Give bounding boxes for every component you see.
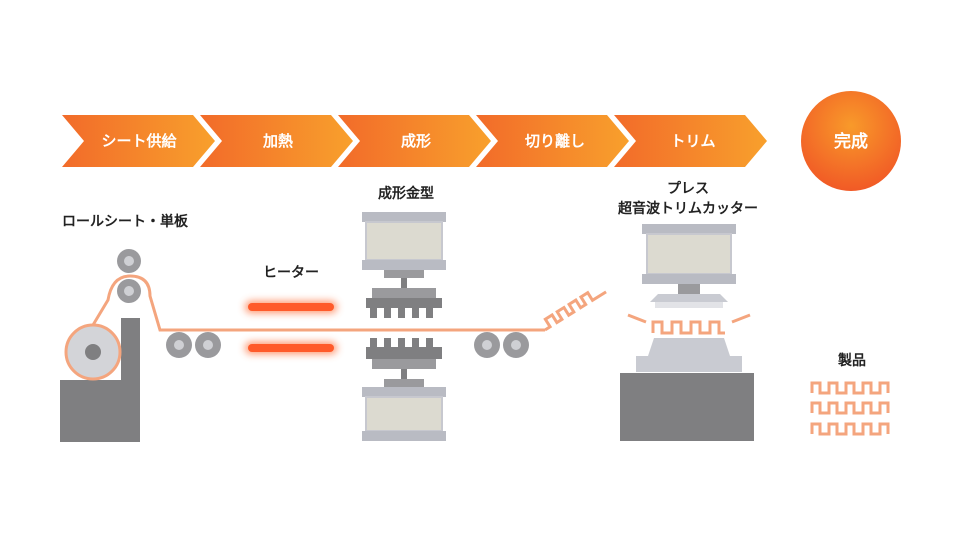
process-step-cutting: 切り離し xyxy=(476,115,629,167)
roller-icon xyxy=(474,332,529,358)
roller-icon xyxy=(166,332,221,358)
heater-icon xyxy=(245,301,337,354)
ultrasonic-cutter-label: 超音波トリムカッター xyxy=(617,200,758,217)
roll-sheet-label: ロールシート・単板 xyxy=(62,213,189,230)
heater-label: ヒーター xyxy=(263,265,319,281)
mold-icon xyxy=(362,212,446,441)
process-step-heating: 加熱 xyxy=(200,115,353,167)
step-label: トリム xyxy=(670,132,715,150)
process-step-trim: トリム xyxy=(614,115,767,167)
roller-icon xyxy=(117,249,141,303)
step-label: 成形 xyxy=(401,132,431,150)
formed-sheet xyxy=(543,290,607,332)
roller-icon xyxy=(64,323,122,381)
process-step-sheet-supply: シート供給 xyxy=(62,115,215,167)
forming-mold-label: 成形金型 xyxy=(378,185,434,202)
process-step-forming: 成形 xyxy=(338,115,491,167)
step-label: シート供給 xyxy=(101,132,177,150)
process-flow: シート供給 加熱 成形 切り離し トリム 完成 xyxy=(62,91,901,191)
press-icon xyxy=(620,224,754,441)
product-label: 製品 xyxy=(837,352,866,369)
process-step-complete: 完成 xyxy=(801,91,901,191)
step-label: 切り離し xyxy=(525,132,585,150)
press-label: プレス xyxy=(667,181,709,197)
step-label: 加熱 xyxy=(262,132,293,150)
roll-sheet-feeder xyxy=(60,249,545,442)
final-step-label: 完成 xyxy=(834,131,868,152)
product-icon xyxy=(810,381,890,436)
